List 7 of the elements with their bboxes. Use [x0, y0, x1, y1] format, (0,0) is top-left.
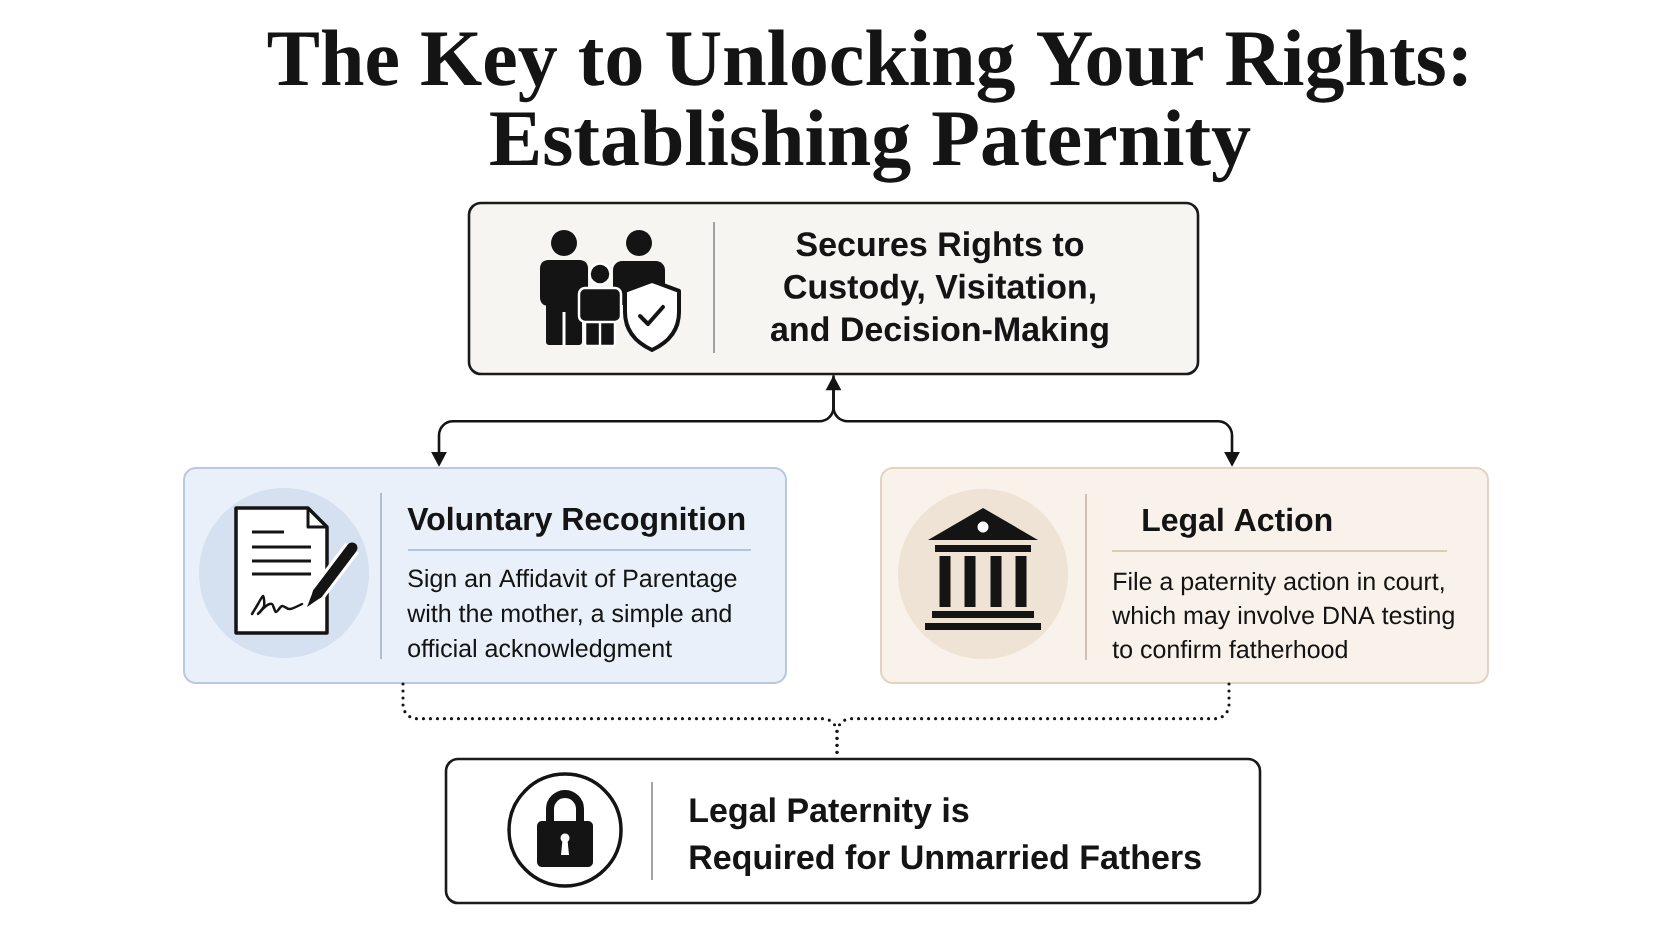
statement-text: Legal Paternity is Required for Unmarried Fathers	[690, 797, 1201, 877]
description-text: Sign an Affidavit of Parentage with the mother, a simple and official acknowledgment	[407, 568, 737, 663]
card-heading: Legal Action	[1143, 507, 1332, 538]
statement-text: Secures Rights to Custody, Visitation, and Decision-Making	[771, 231, 1108, 349]
description-text: File a paternity action in court, which may involve DNA testing to confirm fatherhood	[1112, 571, 1454, 659]
card-heading: Voluntary Recognition	[407, 506, 745, 537]
title: The Key to Unlocking Your Rights: Establishing Paternity	[267, 29, 1467, 183]
